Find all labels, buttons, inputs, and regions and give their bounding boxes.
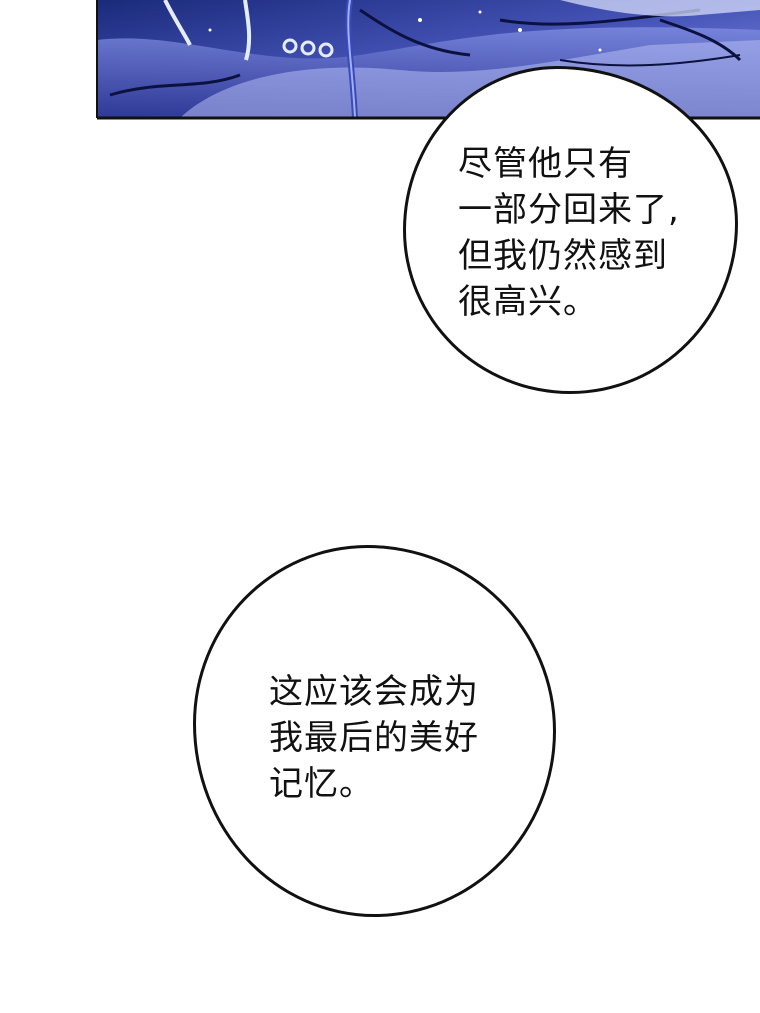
- bubble-1-line-4: 很高兴。: [458, 282, 598, 322]
- speech-bubble-1: [403, 66, 738, 394]
- bubble-2-line-3: 记忆。: [269, 764, 374, 804]
- speech-bubble-2: [193, 545, 556, 917]
- bubble-1-line-1: 尽管他只有: [458, 144, 633, 184]
- bubble-1-line-3: 但我仍然感到: [458, 236, 668, 276]
- bubble-1-line-2: 一部分回来了,: [458, 190, 680, 230]
- bubble-2-line-1: 这应该会成为: [269, 672, 479, 712]
- bubble-2-line-2: 我最后的美好: [269, 718, 479, 758]
